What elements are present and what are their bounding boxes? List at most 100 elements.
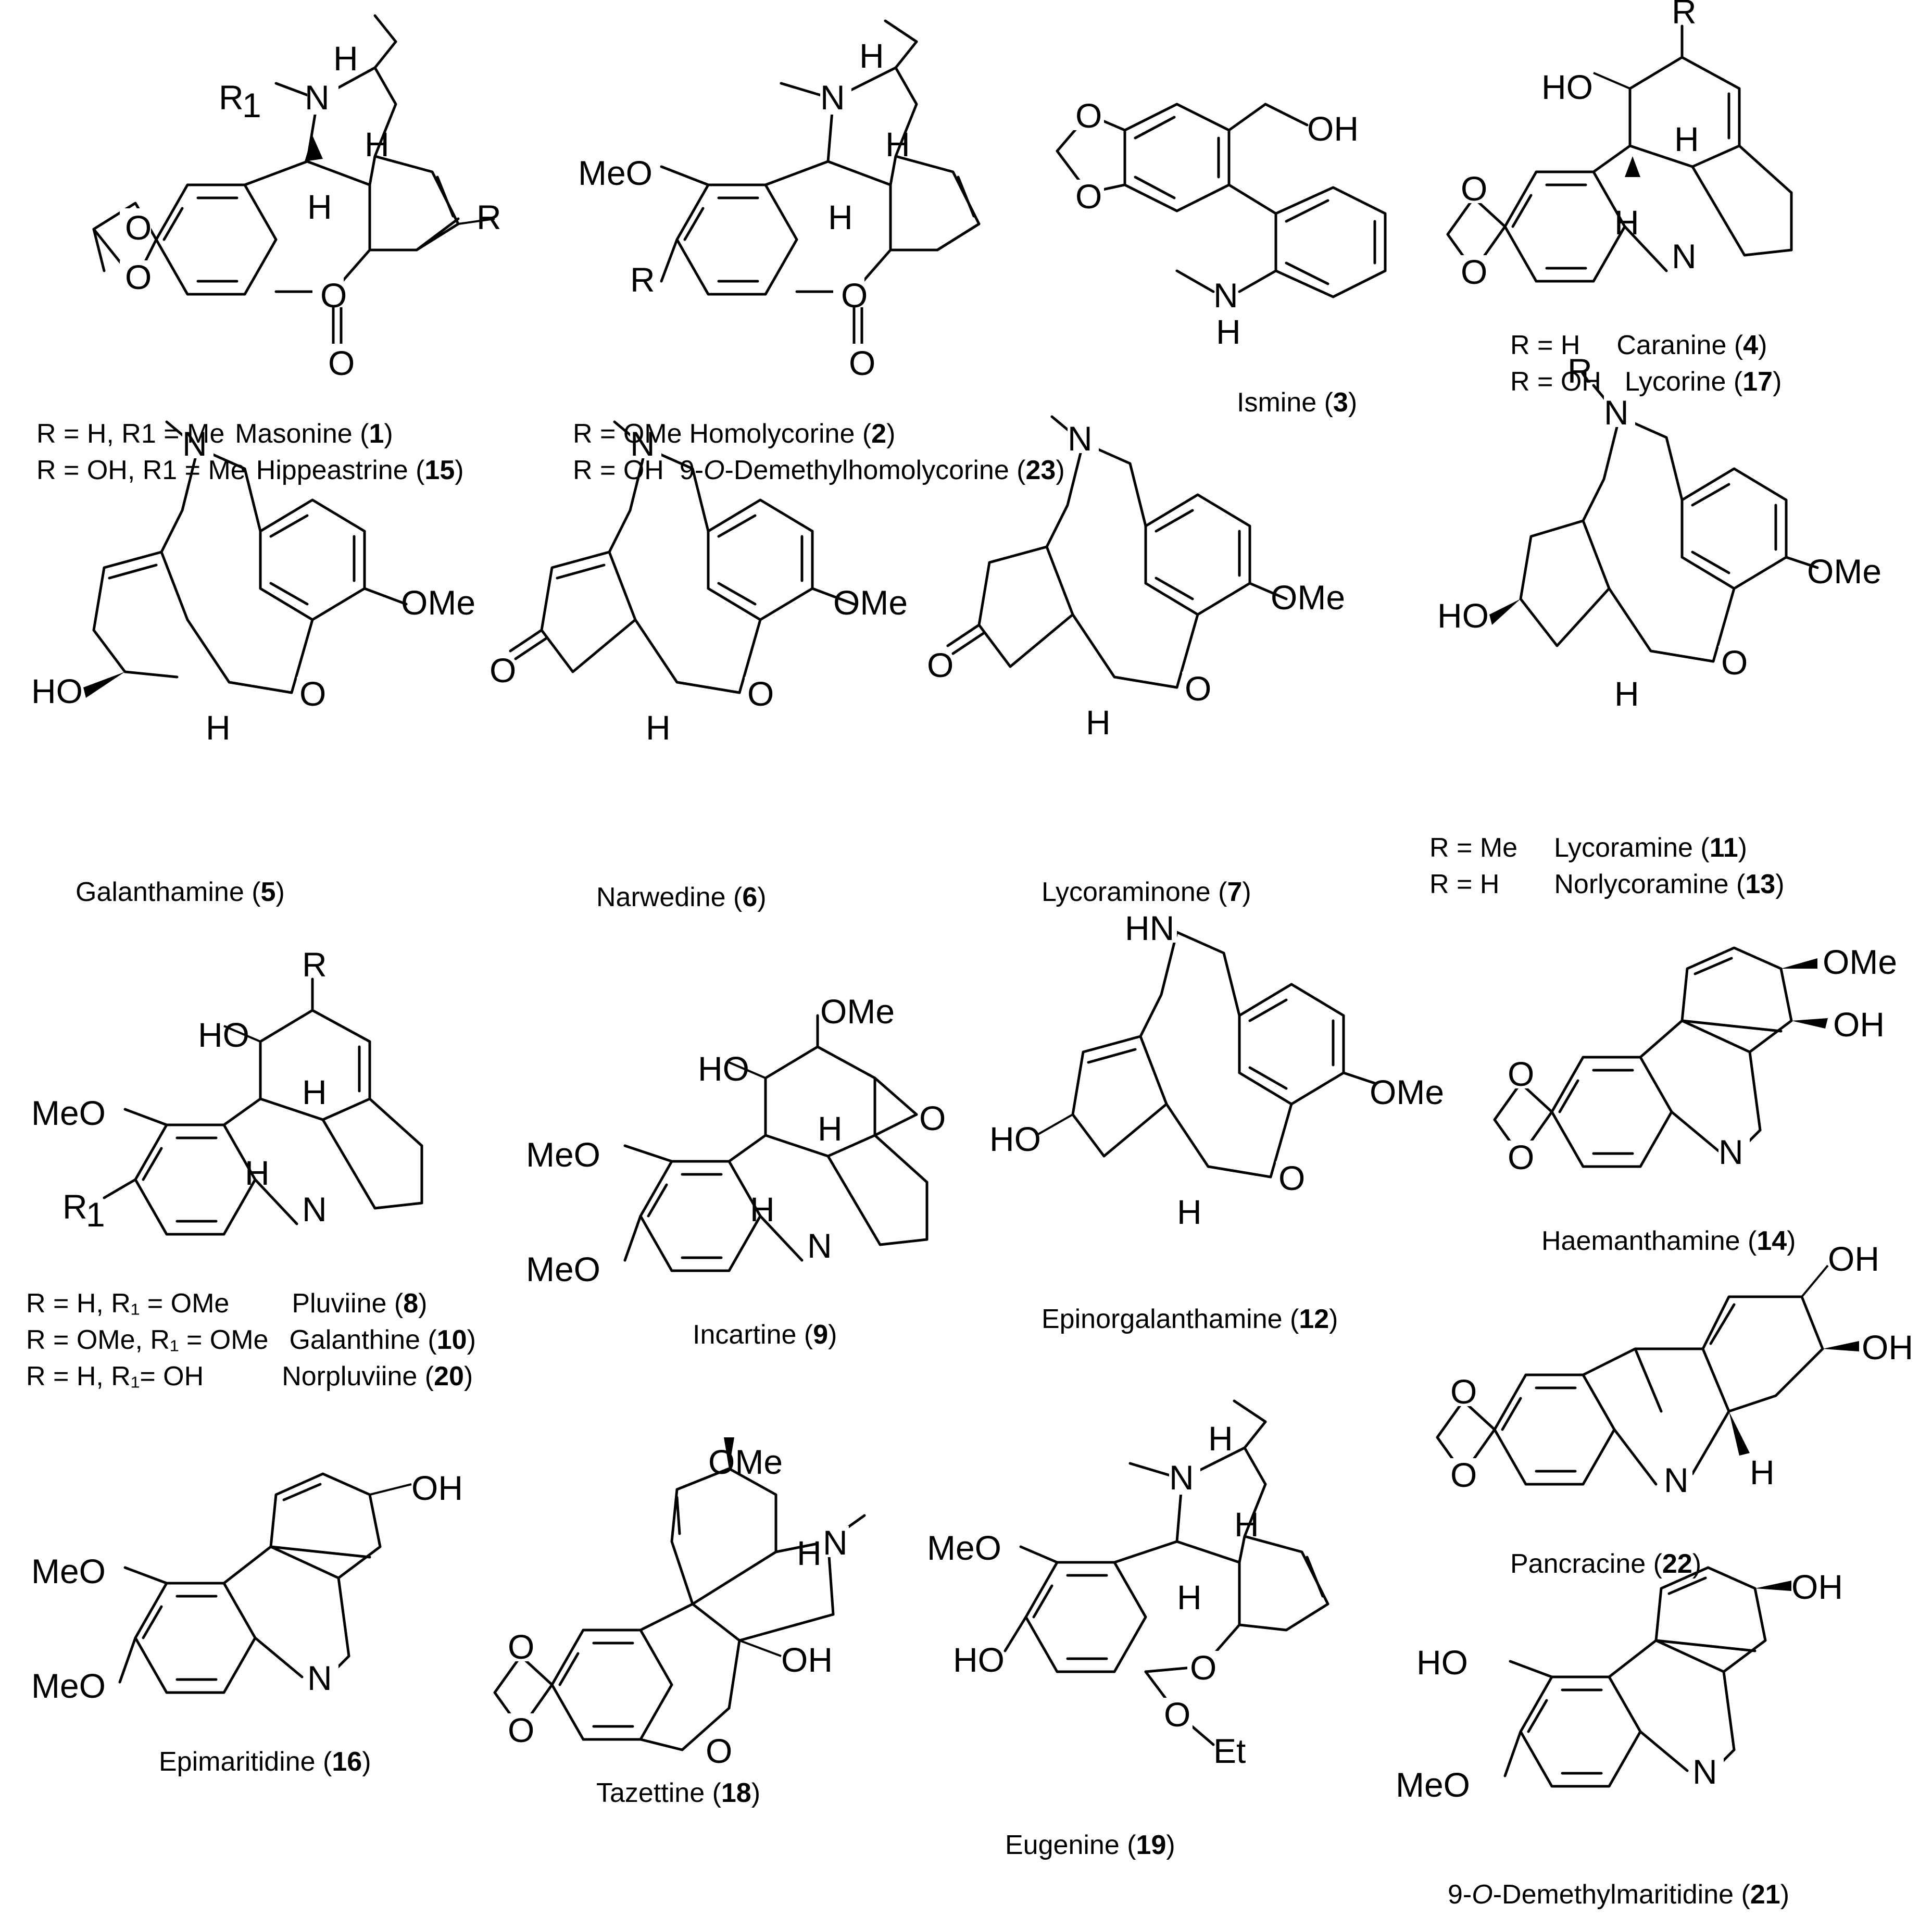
atom-h: H (797, 1534, 822, 1572)
atom-h: H (1177, 1193, 1202, 1231)
atom-o: O (1450, 1372, 1477, 1411)
atom-h: H (365, 125, 390, 164)
caption-haemanthamine: Haemanthamine (14) (1541, 1226, 1796, 1256)
atom-n: N (1672, 237, 1697, 275)
atom-n: N (1068, 419, 1093, 458)
atom-h: H (1234, 1505, 1259, 1544)
atom-o: O (125, 208, 152, 247)
caption-incartine: Incartine (9) (693, 1320, 837, 1350)
caption-galanthamine: Galanthamine (5) (76, 877, 285, 907)
atom-oh: OH (1828, 1239, 1879, 1278)
structure-epimaritidine: N MeO MeO OH (31, 1469, 463, 1705)
atom-ho: HO (1541, 68, 1593, 106)
atom-h: H (206, 708, 231, 747)
atom-meo: MeO (31, 1552, 106, 1590)
atom-hn: HN (1125, 909, 1174, 947)
atom-o: O (320, 276, 347, 315)
structure-demethylmaritidine: N HO MeO OH (1396, 1566, 1843, 1804)
caption-ismine: Ismine (3) (1237, 387, 1357, 418)
structure-homolycorine: MeO R O O N H H H (578, 19, 981, 382)
atom-h: H (885, 125, 910, 164)
atom-h: H (307, 187, 332, 226)
atom-n: N (630, 424, 655, 463)
atom-r1: R (219, 78, 244, 117)
atom-h: H (750, 1190, 775, 1229)
atom-h: H (1177, 1578, 1202, 1617)
atom-h: H (859, 36, 884, 75)
atom-o: O (1075, 177, 1102, 216)
caption-lycoraminone: Lycoraminone (7) (1042, 877, 1251, 907)
caption-pancracine: Pancracine (22) (1510, 1549, 1701, 1579)
atom-o: O (849, 344, 875, 382)
atom-meo: MeO (526, 1135, 600, 1174)
atom-ome: OMe (833, 583, 908, 622)
atom-o: O (1278, 1159, 1305, 1197)
atom-o: O (747, 674, 774, 713)
structure-pancracine: O O N OH OH H (1436, 1239, 1913, 1499)
atom-n: N (1664, 1461, 1689, 1499)
atom-o: O (299, 674, 326, 713)
atom-o: O (328, 344, 355, 382)
atom-h: H (1216, 312, 1241, 351)
atom-ho: HO (698, 1049, 749, 1088)
atom-n: N (1692, 1752, 1717, 1791)
atom-o: O (1508, 1138, 1534, 1176)
structure-narwedine: N O O OMe H (490, 420, 908, 747)
structure-lycoraminone: N O O OMe H (927, 415, 1345, 742)
atom-o: O (1185, 669, 1211, 708)
atom-o: O (706, 1732, 732, 1770)
atom-n: N (1213, 276, 1238, 315)
caption-narwedine: Narwedine (6) (596, 882, 767, 912)
atom-h: H (245, 1154, 270, 1192)
atom-oh: OH (781, 1640, 833, 1679)
atom-o: O (508, 1711, 534, 1749)
structure-ismine: O O OH N H (1056, 96, 1387, 351)
atom-ho: HO (31, 672, 83, 710)
atom-oh: OH (1862, 1328, 1913, 1367)
atom-r: R (1672, 0, 1697, 31)
atom-meo: MeO (927, 1528, 1001, 1567)
atom-r1: R (62, 1187, 87, 1226)
atom-r: R (630, 260, 655, 299)
structure-lycoramine: N R O OMe HO H (1437, 352, 1881, 713)
structure-pluviine: N MeO R 1 HO R H H (31, 945, 423, 1236)
structure-incartine: N MeO MeO HO OMe O H H (526, 992, 946, 1288)
atom-o: O (508, 1627, 534, 1666)
atom-o: O (1164, 1695, 1190, 1734)
atom-ho: HO (989, 1120, 1041, 1158)
atom-n: N (1604, 393, 1629, 432)
atom-n: N (182, 424, 207, 463)
atom-h: H (1614, 203, 1639, 242)
caption-epimaritidine: Epimaritidine (16) (159, 1747, 371, 1777)
atom-r: R (476, 198, 501, 236)
atom-ome: OMe (401, 583, 475, 622)
atom-o: O (1075, 96, 1102, 135)
atom-ome: OMe (1823, 943, 1897, 981)
atom-o: O (1450, 1456, 1477, 1494)
atom-n: N (307, 1659, 332, 1697)
atom-n: N (1718, 1133, 1743, 1171)
atom-oh: OH (1791, 1568, 1843, 1606)
atom-o: O (841, 276, 868, 315)
atom-ho: HO (198, 1016, 249, 1054)
structure-galanthamine: N O OMe HO H (31, 420, 475, 747)
structure-tazettine: O O N O OMe OH H (493, 1437, 866, 1770)
caption-eugenine: Eugenine (19) (1005, 1830, 1175, 1860)
atom-o: O (490, 651, 516, 690)
atom-h: H (646, 708, 671, 747)
atom-meo: MeO (526, 1250, 600, 1288)
atom-r1-sub: 1 (86, 1195, 105, 1234)
atom-oh: OH (411, 1469, 463, 1507)
atom-o: O (1461, 253, 1487, 291)
structure-eugenine: MeO HO O O Et N H H H (927, 1399, 1329, 1770)
atom-meo: MeO (31, 1667, 106, 1705)
atom-n: N (820, 78, 845, 117)
